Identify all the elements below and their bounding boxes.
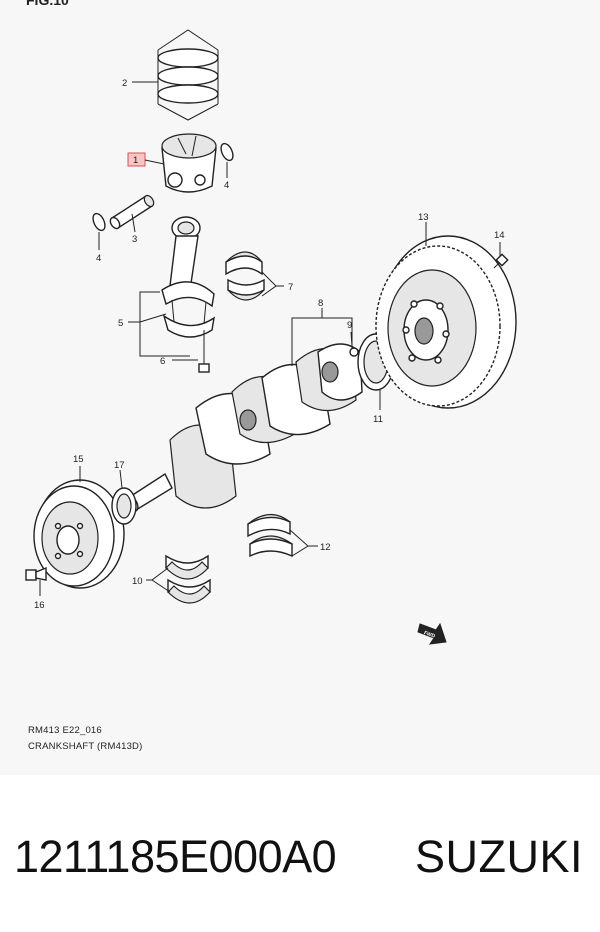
piston-pin-circlip-right: [220, 142, 234, 162]
forward-direction-arrow: FWD: [417, 622, 447, 645]
callout-8: 8: [318, 298, 323, 309]
callout-13: 13: [418, 212, 429, 223]
callout-6: 6: [160, 356, 165, 367]
diagram-title: CRANKSHAFT (RM413D): [28, 741, 143, 752]
pulley-bolt: [25, 566, 47, 581]
piston-pin: [109, 194, 155, 230]
piston-rings: [157, 29, 219, 121]
brand-name: SUZUKI: [415, 831, 584, 882]
connecting-rod: [161, 216, 215, 338]
callout-1: 1: [133, 155, 138, 166]
fwd-label: FWD: [423, 630, 436, 640]
main-bearings-lower: [165, 554, 211, 604]
piston-pin-circlip-left: [92, 212, 106, 232]
callout-16: 16: [34, 600, 45, 611]
footer: [0, 775, 600, 932]
callout-4-left: 4: [96, 253, 101, 264]
parts-diagram-panel: FIG.10 2 1 4: [25, 0, 517, 752]
figure-title: FIG.10: [26, 0, 69, 8]
connecting-rod-bolt: [198, 330, 210, 373]
callout-12: 12: [320, 542, 331, 553]
flywheel-bolt: [493, 253, 509, 269]
crankshaft-pulley: [33, 479, 125, 589]
connecting-rod-bearings: [225, 251, 265, 301]
crankshaft-key: [349, 347, 359, 357]
main-bearings-upper: [247, 513, 293, 558]
piston: [161, 133, 217, 193]
callout-5: 5: [118, 318, 123, 329]
callout-15: 15: [73, 454, 84, 465]
callout-17: 17: [114, 460, 125, 471]
callout-3: 3: [132, 234, 137, 245]
callout-7: 7: [288, 282, 293, 293]
crankshaft: [125, 343, 363, 513]
highlighted-part-marker: [127, 152, 146, 167]
front-oil-seal: [111, 487, 137, 525]
callout-10: 10: [132, 576, 143, 587]
part-number: 1211185E000A0: [14, 831, 337, 882]
callout-11: 11: [373, 414, 383, 425]
flywheel: [375, 235, 517, 409]
callout-14: 14: [494, 230, 505, 241]
callout-2: 2: [122, 78, 127, 89]
callout-4-right: 4: [224, 180, 229, 191]
diagram-code: RM413 E22_016: [28, 725, 102, 736]
crankshaft-exploded-diagram: 2 1 4 3 4: [25, 29, 517, 645]
callout-9: 9: [347, 320, 352, 331]
